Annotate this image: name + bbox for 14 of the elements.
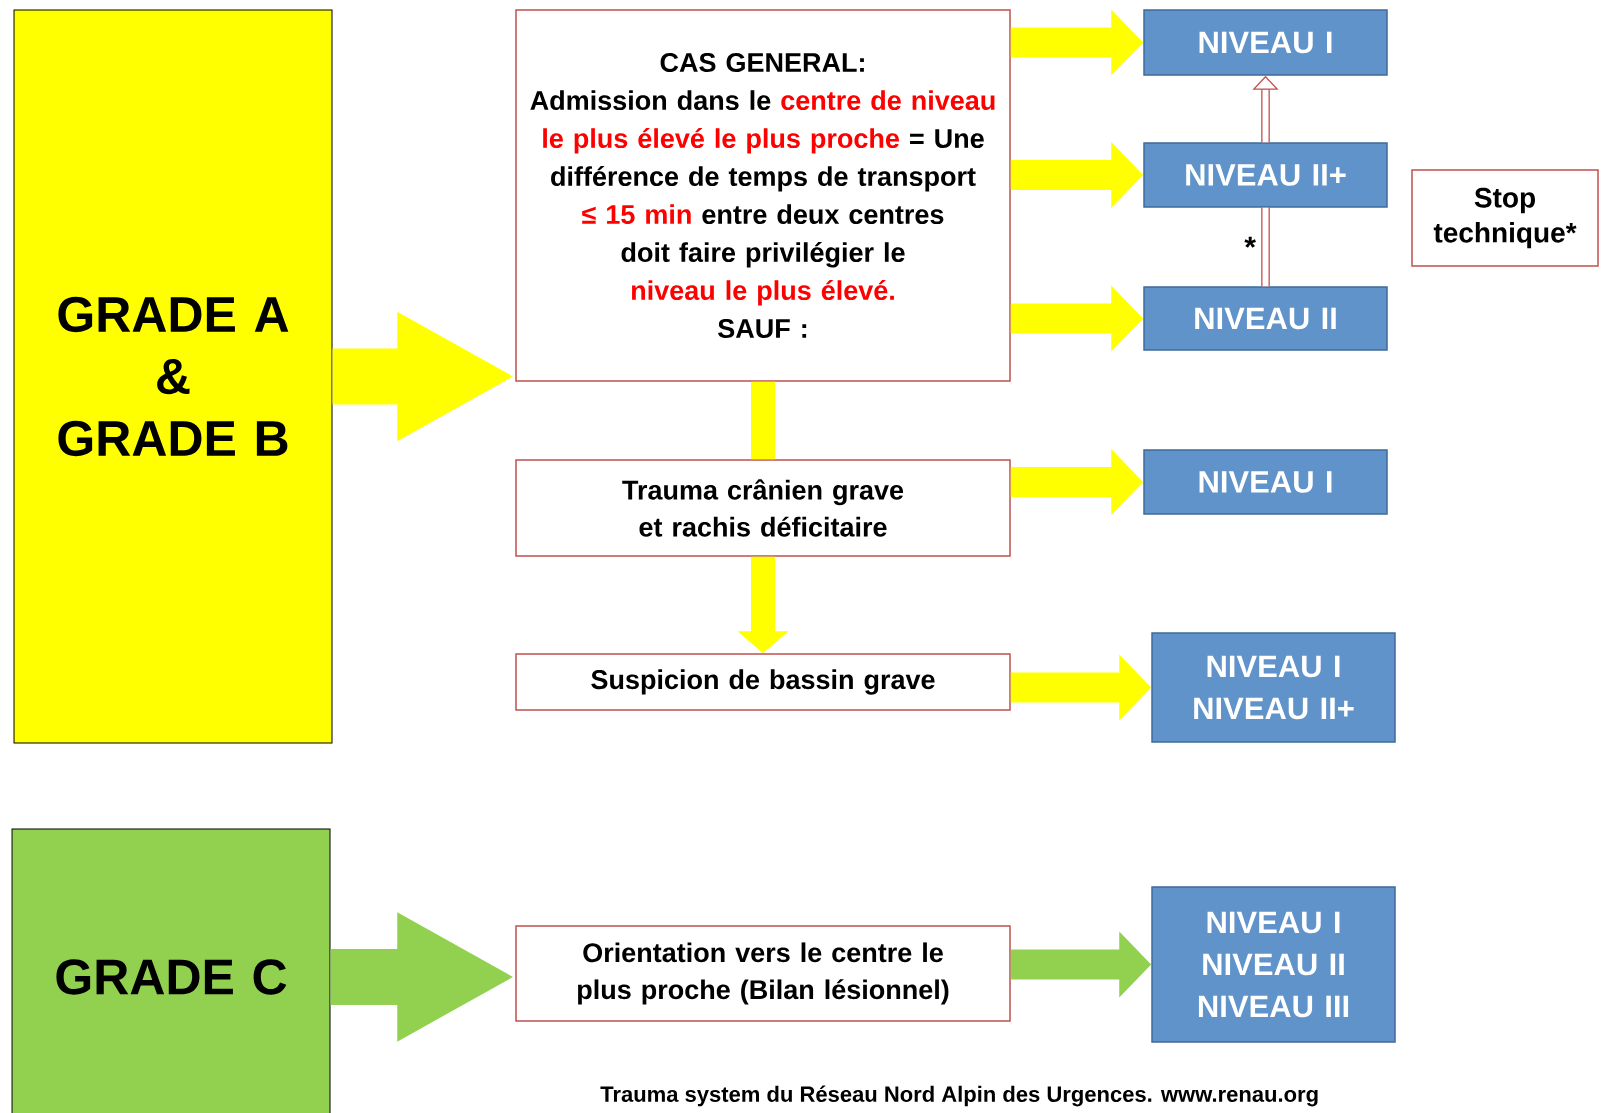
edge-label: * <box>1244 236 1256 248</box>
condition-box: Trauma crânien grave et rachis déficitaire <box>515 459 1011 557</box>
grade-box: GRADE C <box>11 828 331 1113</box>
level-box: NIVEAU II+ <box>1143 142 1388 208</box>
level-box: NIVEAU I NIVEAU II NIVEAU III <box>1151 886 1396 1043</box>
level-box: NIVEAU I <box>1143 449 1388 515</box>
level-box: NIVEAU I NIVEAU II+ <box>1151 632 1396 743</box>
condition-box: Suspicion de bassin grave <box>515 653 1011 711</box>
grade-box: GRADE A & GRADE B <box>13 9 333 744</box>
level-box: NIVEAU II <box>1143 286 1388 351</box>
note-box: Stop technique* <box>1411 169 1599 267</box>
level-box: NIVEAU I <box>1143 9 1388 76</box>
condition-box: Orientation vers le centre le plus proche (Bilan lésionnel) <box>515 925 1011 1022</box>
source-note: Trauma system du Réseau Nord Alpin des Urgences. www.renau.org <box>600 1085 1318 1107</box>
